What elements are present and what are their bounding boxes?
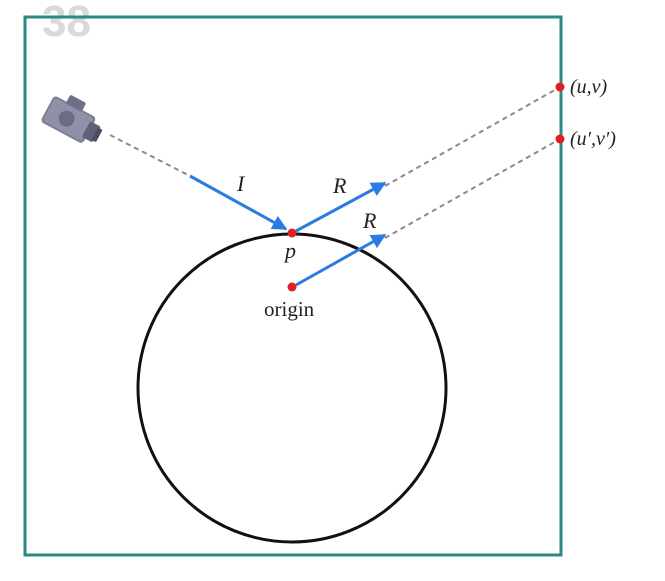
camera-ray-dashed [109,134,191,177]
slide-number: 38 [42,0,91,46]
reflect-ray-top-dashed [384,86,561,187]
point-uv [555,82,565,92]
label-origin: origin [264,297,315,321]
point-origin [287,282,297,292]
sphere-circle [136,232,448,544]
point-uv-prime [555,134,565,144]
label-incident: I [236,171,246,196]
reflect-ray-bottom-dashed [384,138,561,239]
reflect-arrow-bottom [295,233,387,287]
incident-arrow [189,174,288,231]
label-reflect-top: R [332,173,347,198]
label-uv: (u,v) [570,76,608,98]
camera-icon [41,95,103,143]
label-point: p [283,238,296,263]
label-reflect-bottom: R [362,208,377,233]
reflect-arrow-top [295,181,387,233]
point-p [287,228,297,238]
frame-border [23,15,563,557]
label-uv-prime: (u′,v′) [570,128,616,150]
